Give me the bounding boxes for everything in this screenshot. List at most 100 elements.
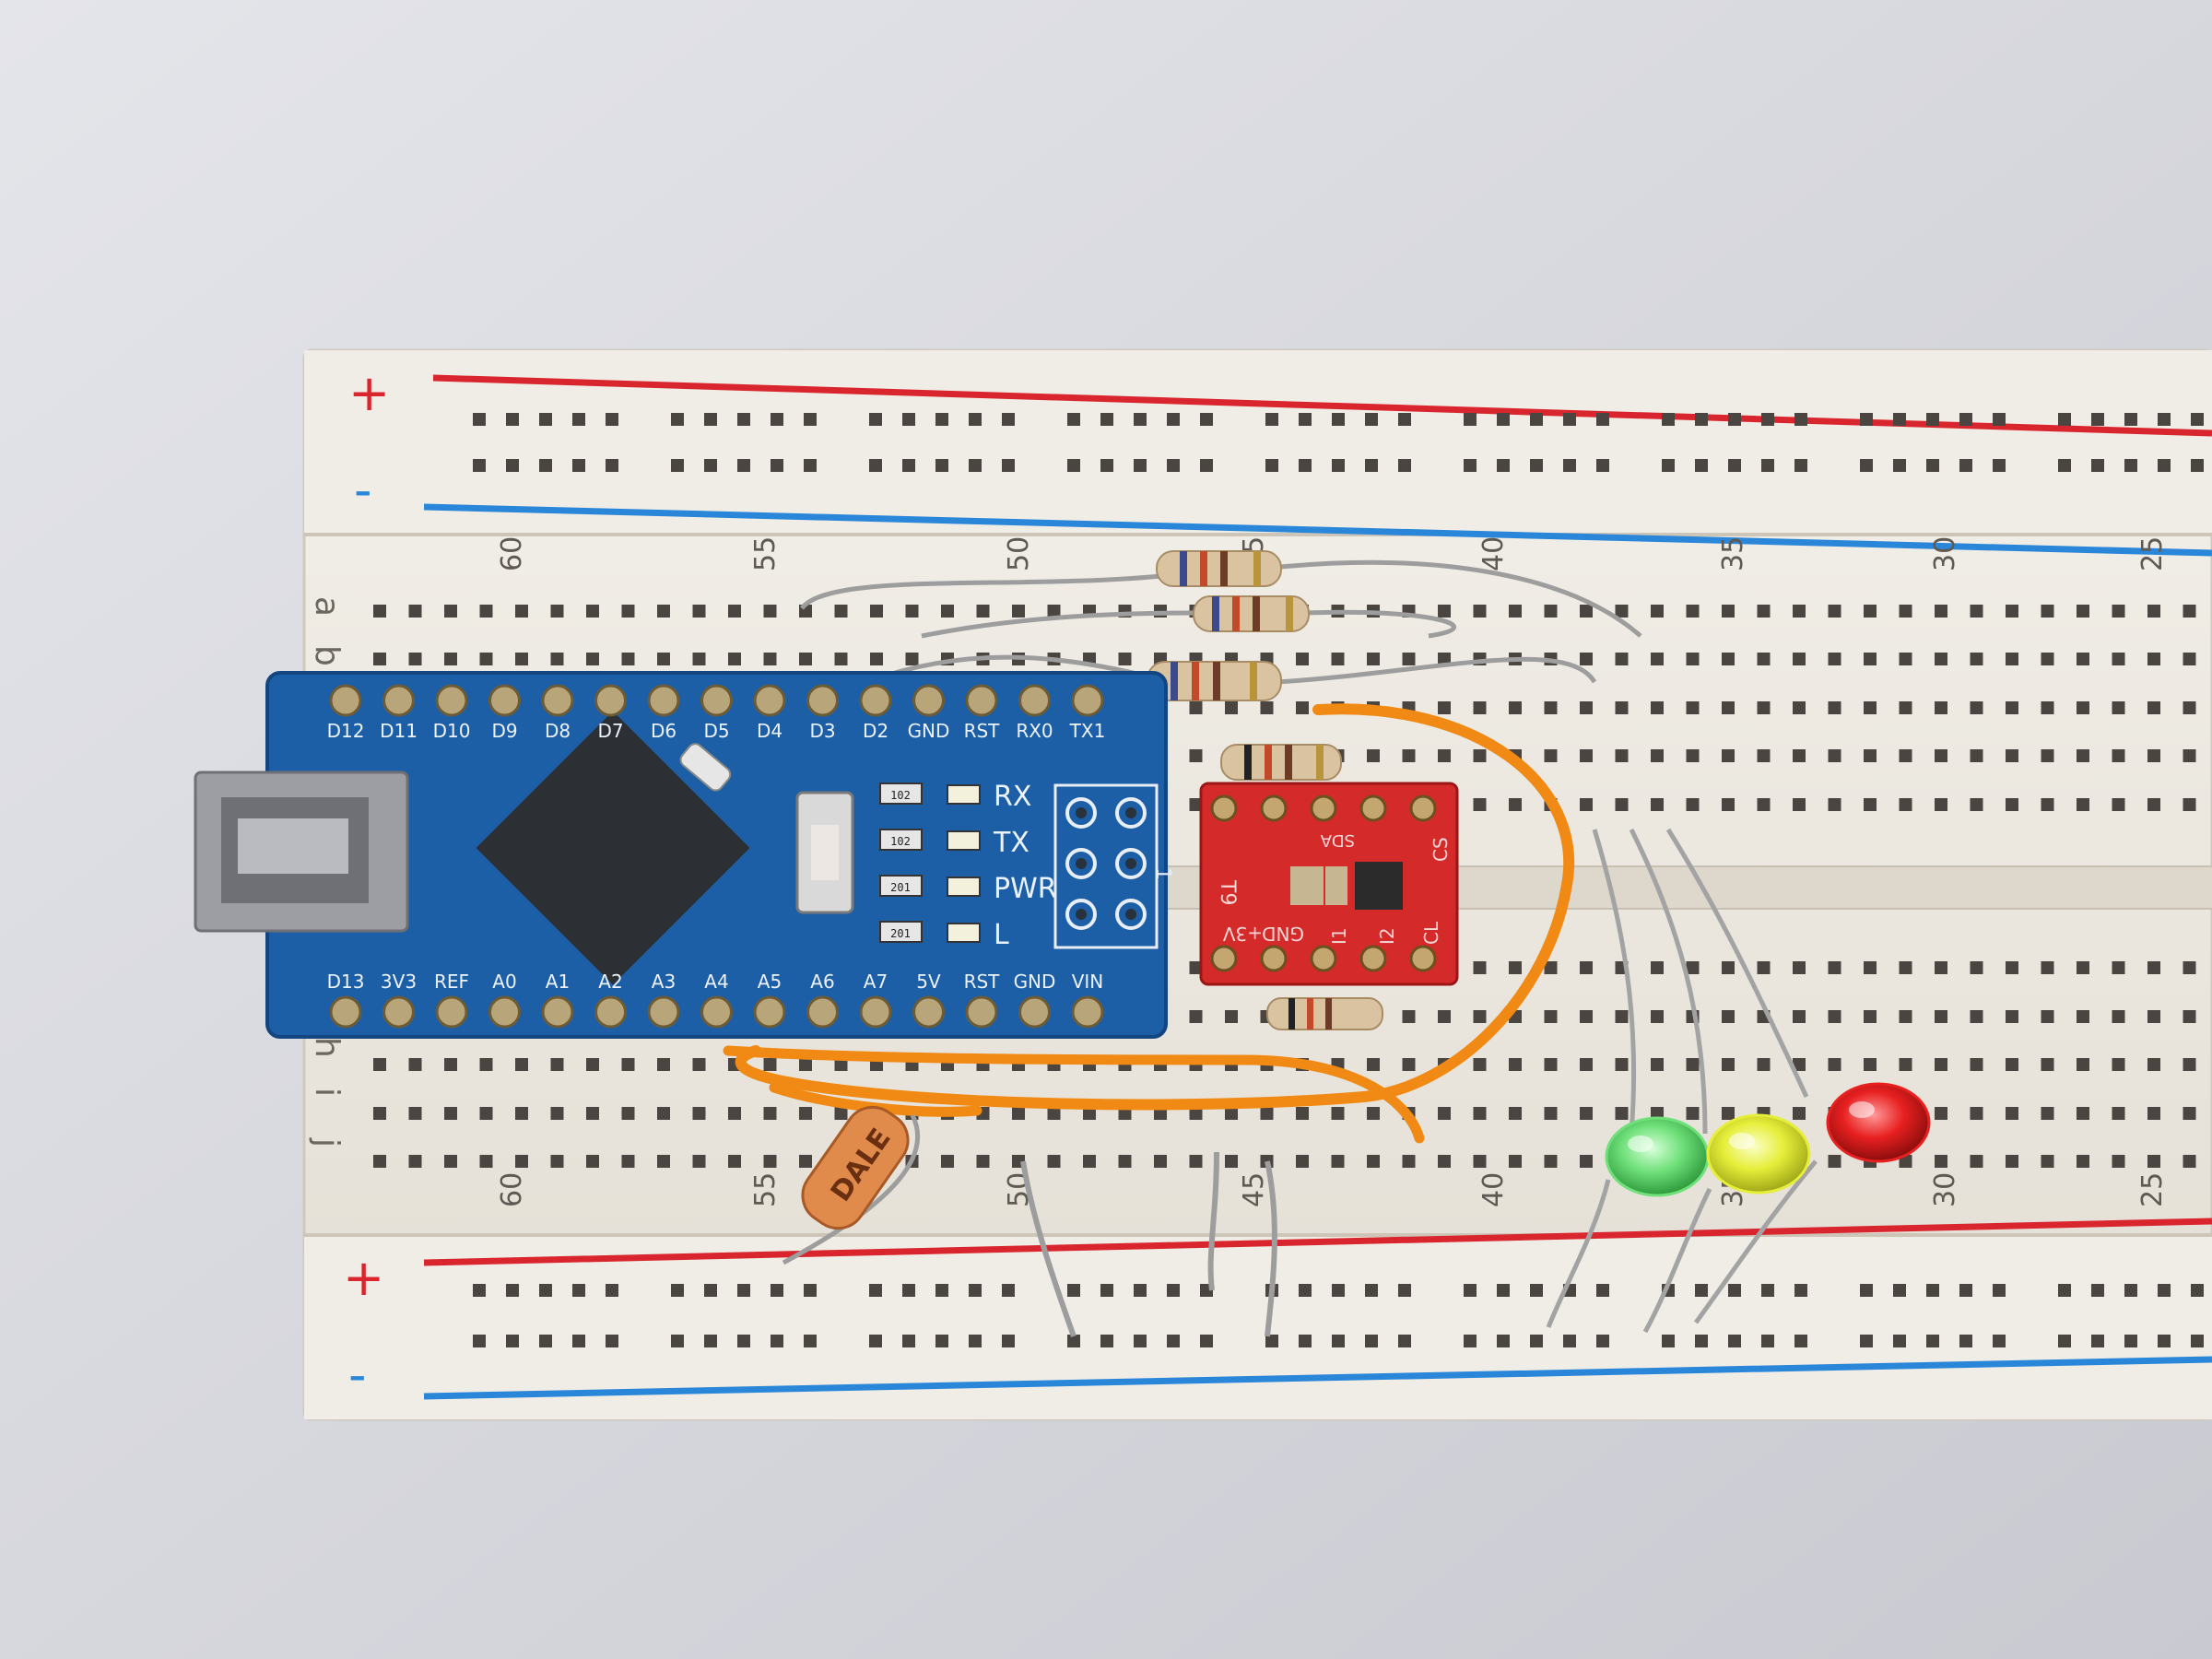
- rail-hole: [1695, 1335, 1708, 1347]
- rail-hole: [1299, 1284, 1312, 1297]
- terminal-hole: [2183, 1155, 2196, 1168]
- onboard-led-label: TX: [993, 827, 1030, 859]
- terminal-hole: [1686, 653, 1700, 665]
- onboard-led: [947, 877, 981, 897]
- terminal-hole: [2183, 653, 2196, 665]
- terminal-hole: [1793, 798, 1806, 811]
- rail-hole: [1695, 1284, 1708, 1297]
- terminal-hole: [2006, 605, 2018, 618]
- pin-label-top: D5: [703, 720, 729, 742]
- terminal-hole: [1083, 1107, 1096, 1120]
- pin-label-bottom: 5V: [916, 971, 941, 993]
- onboard-led-label: L: [994, 919, 1009, 951]
- rail-hole: [572, 1284, 585, 1297]
- terminal-hole: [1899, 1010, 1912, 1023]
- terminal-hole: [1722, 798, 1735, 811]
- header-pin-top: [647, 684, 680, 717]
- rail-hole: [539, 1335, 552, 1347]
- rail-hole: [935, 413, 948, 426]
- terminal-hole: [515, 1155, 528, 1168]
- terminal-hole: [1047, 605, 1061, 618]
- terminal-hole: [515, 1107, 528, 1120]
- terminal-hole: [1686, 1058, 1700, 1071]
- terminal-hole: [1402, 749, 1416, 762]
- terminal-hole: [1722, 701, 1735, 714]
- terminal-hole: [1970, 798, 1983, 811]
- terminal-hole: [1544, 1107, 1558, 1120]
- terminal-hole: [1615, 1107, 1629, 1120]
- terminal-hole: [2112, 1155, 2125, 1168]
- terminal-hole: [1580, 1058, 1593, 1071]
- terminal-hole: [1686, 605, 1700, 618]
- terminal-hole: [1722, 605, 1735, 618]
- rail-hole: [1134, 459, 1147, 472]
- header-pin-bottom: [1018, 995, 1051, 1029]
- terminal-hole: [1438, 701, 1451, 714]
- rail-hole: [804, 1284, 817, 1297]
- led-highlight: [1628, 1135, 1653, 1152]
- terminal-hole: [2077, 1058, 2089, 1071]
- rail-hole: [1563, 459, 1576, 472]
- header-pin-bottom: [806, 995, 839, 1029]
- terminal-hole: [1935, 701, 1947, 714]
- terminal-hole: [941, 1155, 954, 1168]
- terminal-hole: [2183, 961, 2196, 974]
- sensor-breakout: T9 GND +3V I1 I2 CL CS SDA: [1199, 782, 1459, 986]
- rail-hole: [2058, 459, 2071, 472]
- terminal-hole: [586, 605, 599, 618]
- terminal-hole: [2077, 1107, 2089, 1120]
- terminal-hole: [1864, 798, 1877, 811]
- rail-hole: [539, 459, 552, 472]
- rail-hole: [902, 1335, 915, 1347]
- terminal-hole: [692, 1155, 706, 1168]
- terminal-hole: [479, 653, 493, 665]
- rail-hole: [2158, 1335, 2171, 1347]
- terminal-hole: [1473, 605, 1487, 618]
- terminal-hole: [1509, 701, 1522, 714]
- rail-hole: [1365, 413, 1378, 426]
- header-pin-top: [912, 684, 945, 717]
- rail-hole: [1398, 1284, 1411, 1297]
- terminal-hole: [763, 653, 777, 665]
- rail-hole: [1728, 413, 1741, 426]
- terminal-hole: [1686, 798, 1700, 811]
- sensor-pin: [1359, 945, 1387, 972]
- terminal-hole: [2006, 749, 2018, 762]
- pin-label-bottom: A7: [864, 971, 888, 993]
- terminal-hole: [1651, 1107, 1664, 1120]
- terminal-hole: [1651, 605, 1664, 618]
- rail-red-line-bottom: [423, 1218, 2212, 1266]
- terminal-hole: [1225, 1010, 1238, 1023]
- smd-resistor: [879, 875, 923, 897]
- rail-hole: [869, 1335, 882, 1347]
- terminal-hole: [1118, 653, 1132, 665]
- rail-hole: [1926, 459, 1939, 472]
- terminal-hole: [1828, 1058, 1841, 1071]
- terminal-hole: [1970, 701, 1983, 714]
- pin-label-bottom: A4: [704, 971, 728, 993]
- rail-hole: [1728, 459, 1741, 472]
- rail-hole: [1497, 1284, 1510, 1297]
- rail-hole: [704, 1284, 717, 1297]
- sensor-pin: [1310, 945, 1337, 972]
- rail-hole: [671, 1335, 684, 1347]
- terminal-hole: [1899, 653, 1912, 665]
- smd-resistor: [879, 782, 923, 805]
- rail-hole: [1662, 459, 1675, 472]
- terminal-hole: [621, 1107, 635, 1120]
- rail-hole: [1993, 1284, 2006, 1297]
- rail-hole: [704, 459, 717, 472]
- rail-hole: [737, 413, 750, 426]
- rail-hole: [804, 459, 817, 472]
- header-pin-bottom: [700, 995, 733, 1029]
- crystal: [679, 743, 732, 792]
- terminal-hole: [1544, 961, 1558, 974]
- rail-hole: [1926, 1335, 1939, 1347]
- terminal-hole: [1367, 1107, 1380, 1120]
- rail-hole: [2058, 1335, 2071, 1347]
- pin-label-bottom: A3: [652, 971, 676, 993]
- terminal-hole: [1793, 1107, 1806, 1120]
- terminal-hole: [657, 605, 670, 618]
- sensor-pin: [1260, 794, 1288, 822]
- column-number-bottom: 25: [2136, 1172, 2169, 1207]
